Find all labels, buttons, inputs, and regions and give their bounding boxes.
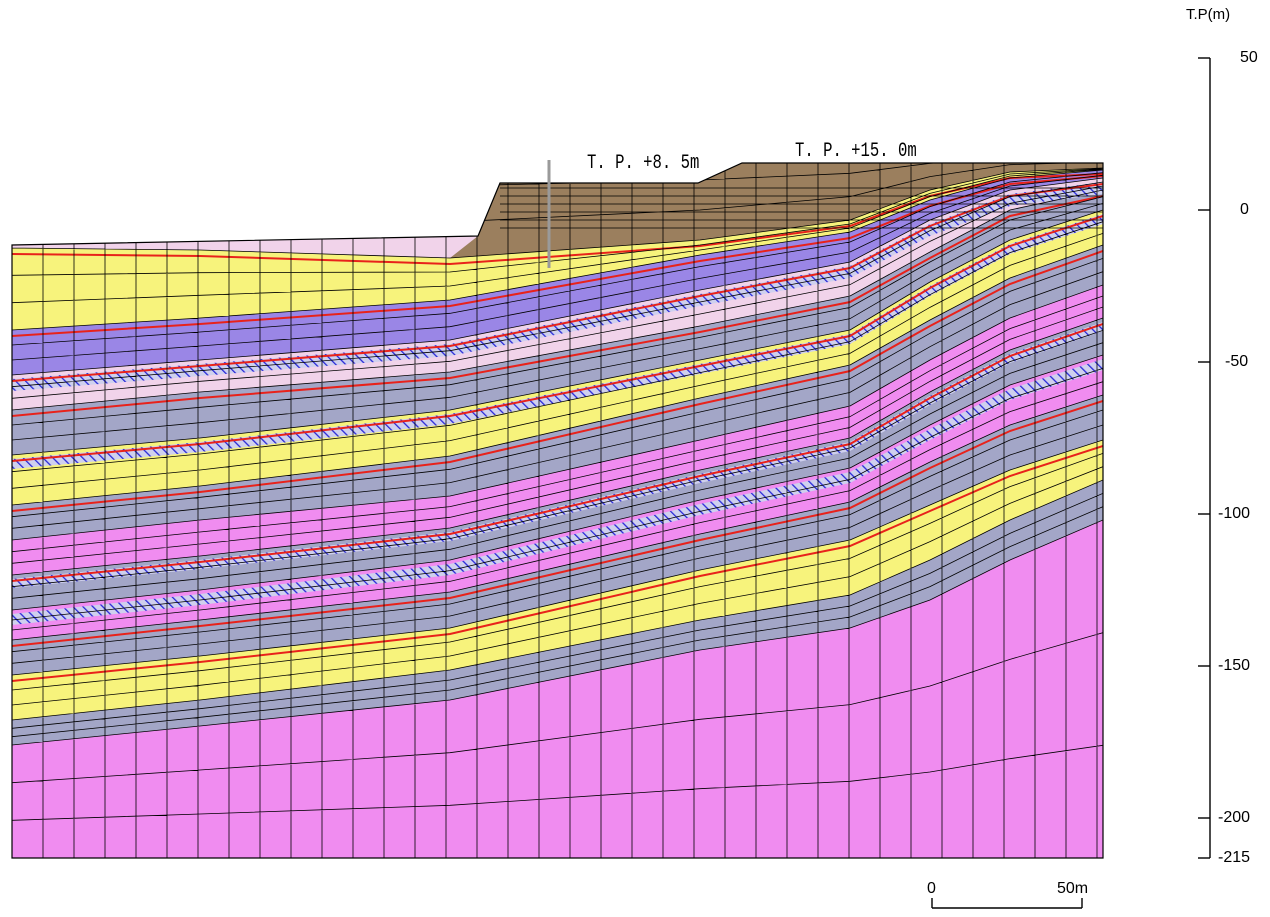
elevation-tick-label: -215	[1218, 849, 1251, 866]
scale-bar	[931, 898, 1083, 909]
level-label-left: T. P. +8. 5m	[587, 152, 700, 175]
fault-line	[12, 215, 1103, 462]
fault-line	[12, 173, 1103, 266]
elevation-tick-label: -100	[1218, 505, 1251, 522]
elevation-tick-label: -150	[1218, 657, 1251, 674]
stratum-layer	[12, 245, 1103, 540]
stratum-layer	[12, 168, 1103, 330]
fill-soil-layer	[450, 163, 1103, 258]
stratum-layer	[12, 285, 1103, 575]
stratum-layer	[12, 210, 1103, 505]
stratum-layer	[12, 395, 1103, 675]
fault-line	[12, 400, 1103, 647]
elevation-tick-label: -50	[1225, 353, 1249, 370]
fault-line	[12, 195, 1103, 417]
elevation-tick-label: -200	[1218, 809, 1251, 826]
stratum-layer	[12, 190, 1103, 455]
fault-line	[12, 250, 1103, 512]
scale-bar-start-label: 0	[927, 880, 936, 897]
elevation-axis	[1198, 57, 1211, 859]
fault-line	[12, 183, 1103, 382]
stratum-layer	[12, 318, 1103, 610]
scale-bar-end-label: 50m	[1057, 880, 1089, 897]
elevation-tick-label: 0	[1240, 201, 1249, 218]
fault-line	[12, 445, 1103, 682]
fault-line	[12, 323, 1103, 582]
stratum-layer	[12, 440, 1103, 720]
section-outline	[11, 162, 1104, 859]
stratum-layer	[12, 170, 1103, 375]
elevation-tick-label: 50	[1240, 49, 1258, 66]
level-label-right: T. P. +15. 0m	[795, 140, 917, 163]
stratum-layer	[12, 520, 1103, 858]
stratum-layer	[12, 480, 1103, 745]
finite-element-mesh	[12, 163, 1103, 858]
elevation-unit-label: T.P(m)	[1186, 6, 1231, 23]
